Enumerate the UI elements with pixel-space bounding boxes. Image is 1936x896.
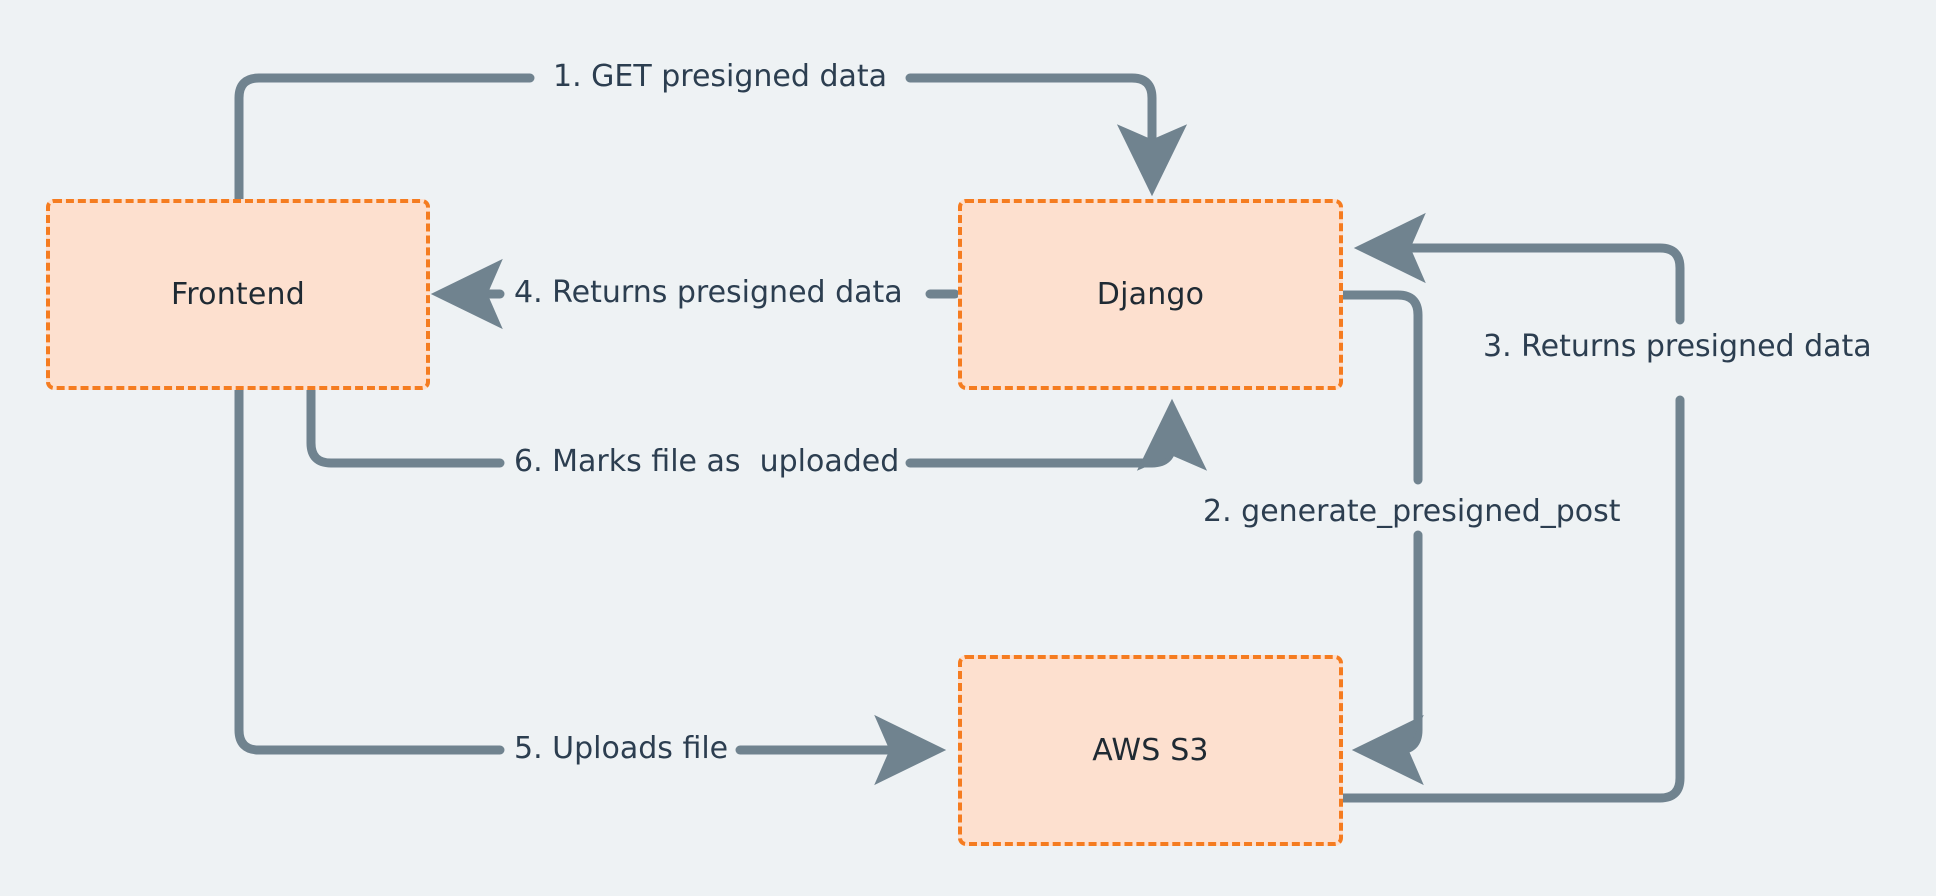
edge-label-step-1: 1. GET presigned data bbox=[547, 60, 894, 93]
edge-label-step-2: 2. generate_presigned_post bbox=[1197, 495, 1627, 528]
edge-step-6 bbox=[306, 385, 1208, 471]
node-frontend[interactable]: Frontend bbox=[46, 199, 430, 390]
edge-step-1 bbox=[234, 73, 1188, 204]
edge-label-step-3: 3. Returns presigned data bbox=[1477, 330, 1878, 363]
edge-step-3 bbox=[1338, 212, 1685, 803]
edge-step-2 bbox=[1338, 290, 1424, 786]
node-aws-s3[interactable]: AWS S3 bbox=[958, 655, 1343, 846]
node-django[interactable]: Django bbox=[958, 199, 1343, 390]
node-frontend-label: Frontend bbox=[171, 277, 305, 312]
node-django-label: Django bbox=[1096, 277, 1205, 312]
edge-step-5 bbox=[234, 385, 947, 786]
edge-label-step-5: 5. Uploads file bbox=[508, 732, 735, 765]
edge-label-step-6: 6. Marks file as uploaded bbox=[508, 445, 906, 478]
edge-label-step-4: 4. Returns presigned data bbox=[508, 276, 909, 309]
node-aws-s3-label: AWS S3 bbox=[1092, 733, 1209, 768]
